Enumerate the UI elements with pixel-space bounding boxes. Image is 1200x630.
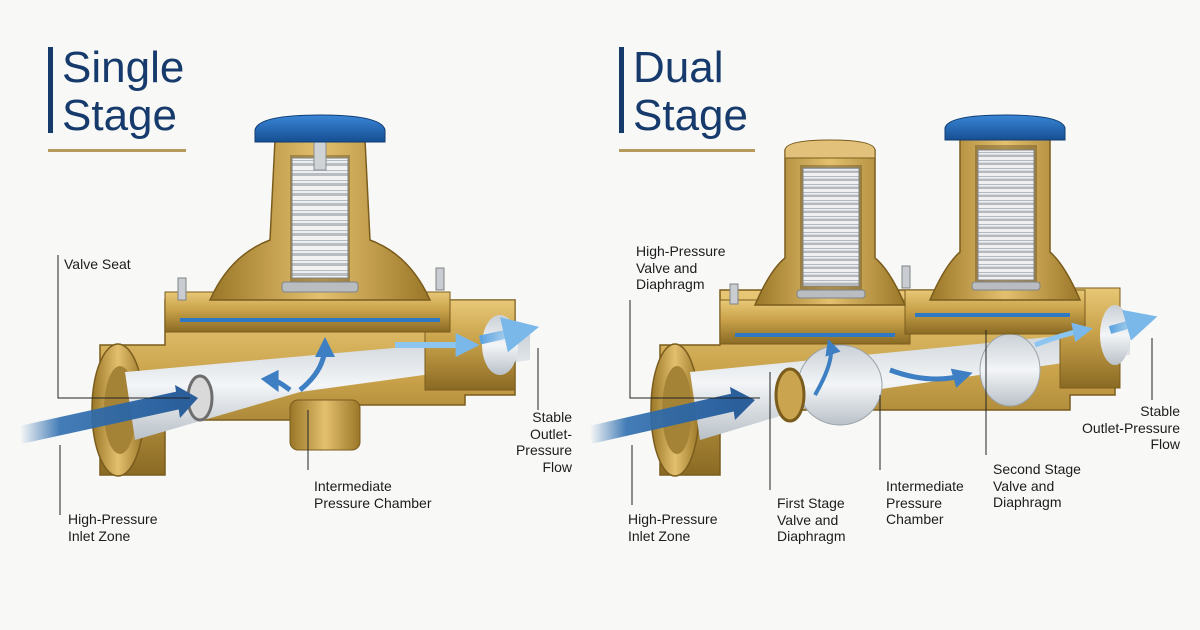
single-title-accent-bar: [48, 47, 53, 133]
dual-title-rule: [619, 149, 755, 152]
single-label-intermediate-chamber: Intermediate Pressure Chamber: [314, 478, 432, 511]
dual-stage-title: Dual Stage: [633, 43, 748, 140]
dual-outlet-flow-arrow: [1034, 322, 1093, 348]
single-bottom-boss: [289, 399, 361, 451]
dual-first-stage-valve: [774, 367, 806, 423]
dual-second-spring: [977, 149, 1035, 281]
dual-second-blue-cap: [944, 114, 1066, 141]
single-swirl-arrow: [260, 369, 292, 393]
single-label-stable-outlet: Stable Outlet-Pressure Flow: [515, 409, 572, 475]
dual-stage-regulator: [588, 114, 1158, 477]
dual-title-accent-bar: [619, 47, 624, 133]
single-label-high-pressure-inlet: High-Pressure Inlet Zone: [68, 511, 158, 544]
single-title-rule: [48, 149, 186, 152]
single-spring: [291, 157, 349, 279]
dual-label-stable-outlet: Stable Outlet-Pressure Flow: [1081, 403, 1180, 452]
single-label-valve-seat: Valve Seat: [64, 256, 131, 272]
single-inlet-flow-arrow: [18, 391, 182, 444]
dual-label-first-stage: First Stage Valve and Diaphragm: [777, 495, 846, 544]
single-blue-cap: [254, 114, 386, 143]
single-stage-regulator: [18, 114, 540, 477]
dual-first-spring: [802, 167, 860, 287]
single-stage-title: Single Stage: [62, 43, 185, 140]
dual-label-high-pressure-inlet: High-Pressure Inlet Zone: [628, 511, 718, 544]
dual-first-flange: [719, 299, 911, 345]
dual-inlet-flow-arrow: [588, 393, 737, 444]
dual-label-intermediate-chamber: Intermediate Pressure Chamber: [886, 478, 964, 527]
dual-first-brass-cap: [784, 139, 876, 159]
dual-leader-lines: [629, 300, 1153, 505]
dual-label-second-stage: Second Stage Valve and Diaphragm: [993, 461, 1081, 510]
dual-label-high-pressure-valve: High-Pressure Valve and Diaphragm: [636, 243, 726, 292]
dual-swirl-arrow: [813, 338, 841, 396]
dual-mid-flow-arrow: [889, 367, 973, 388]
single-leader-lines: [57, 255, 539, 515]
